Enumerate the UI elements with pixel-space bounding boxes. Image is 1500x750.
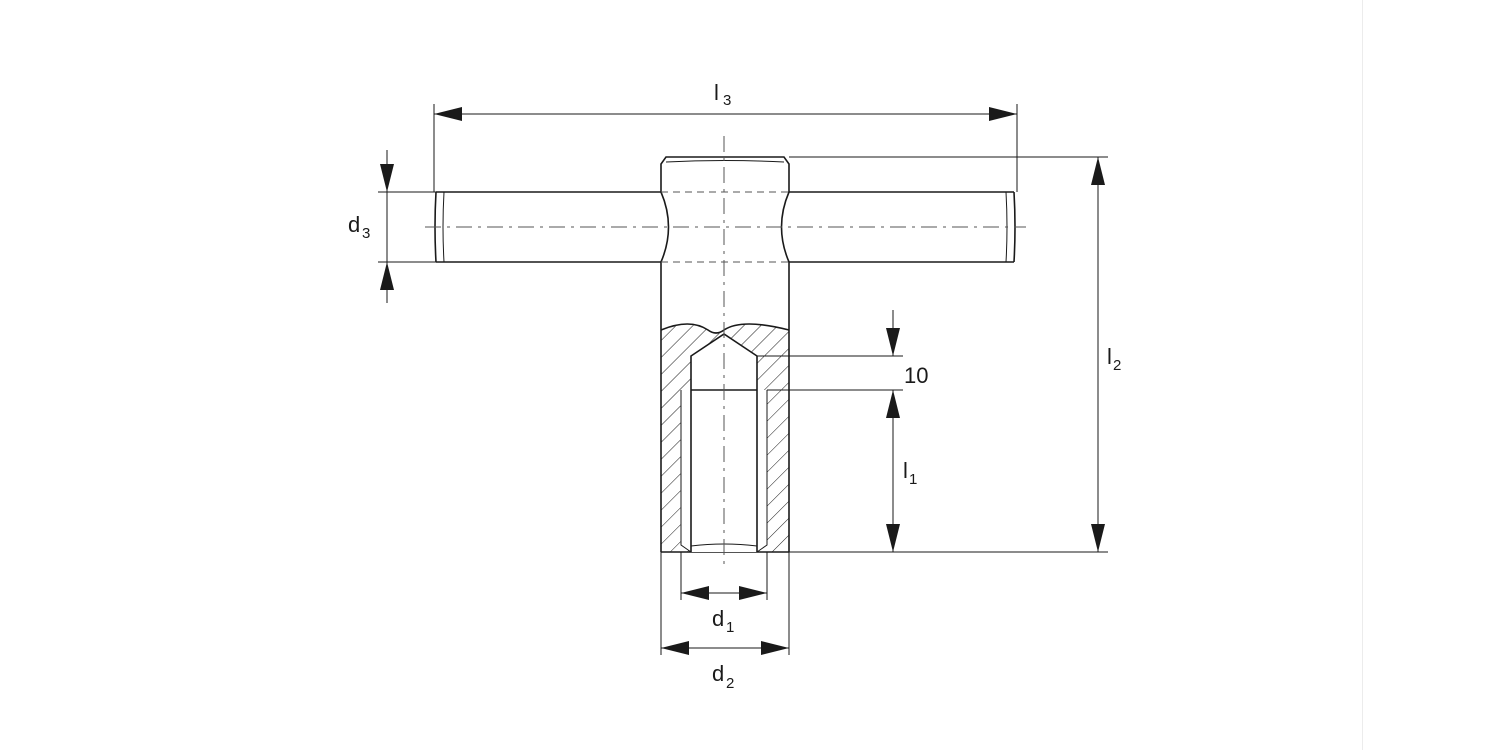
d2-label-base: d (712, 661, 724, 686)
center-lines (425, 136, 1026, 568)
l2-label-sub: 2 (1113, 357, 1121, 374)
crossbar (434, 191, 1016, 263)
dimension-l1: l 1 (886, 390, 917, 552)
d3-label-sub: 3 (362, 225, 370, 242)
section-hatching (660, 323, 790, 552)
dimension-d2: d 2 (660, 552, 790, 692)
l2-label-base: l (1107, 344, 1112, 369)
l1-label-sub: 1 (909, 471, 917, 488)
dimension-d3: d 3 (348, 150, 436, 303)
dimension-l3: l 3 (433, 80, 1018, 192)
dimension-d1: d 1 (680, 552, 768, 636)
d1-label-base: d (712, 606, 724, 631)
d3-label-base: d (348, 212, 360, 237)
l3-label-sub: 3 (723, 92, 731, 109)
dimension-10: 10 (757, 310, 928, 418)
dimension-10-label: 10 (904, 363, 928, 388)
l3-label-base: l (714, 80, 719, 105)
page-edge (1362, 0, 1363, 750)
l1-label-base: l (903, 458, 908, 483)
d2-label-sub: 2 (726, 675, 734, 692)
d1-label-sub: 1 (726, 619, 734, 636)
dimension-l2: l 2 (789, 156, 1121, 553)
